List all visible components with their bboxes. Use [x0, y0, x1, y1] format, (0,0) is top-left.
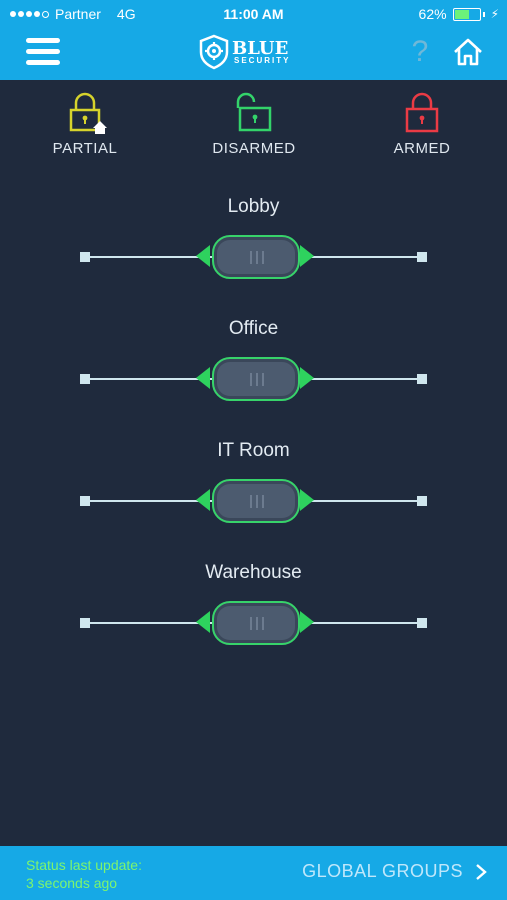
arrow-right-icon	[300, 245, 314, 267]
grip-icon	[250, 495, 264, 509]
mode-disarmed[interactable]: DISARMED	[194, 90, 314, 157]
status-update-label: Status last update:	[26, 857, 142, 873]
mode-armed[interactable]: ARMED	[362, 90, 482, 157]
group-name: Warehouse	[205, 562, 302, 583]
bottom-bar: Status last update: 3 seconds ago GLOBAL…	[0, 846, 507, 900]
lock-closed-icon	[405, 92, 439, 133]
arrow-left-icon	[196, 489, 210, 511]
lock-open-icon	[236, 92, 272, 132]
mode-disarmed-label: DISARMED	[212, 140, 296, 157]
status-bar: Partner 4G 11:00 AM 62% ⚡	[0, 4, 507, 24]
track-end-partial[interactable]	[80, 252, 90, 262]
arm-state-slider[interactable]	[196, 235, 314, 279]
slider-handle[interactable]	[212, 235, 300, 279]
status-time: 11:00 AM	[223, 6, 284, 22]
battery-icon	[452, 7, 481, 21]
shield-icon	[199, 34, 229, 70]
arrow-right-icon	[300, 611, 314, 633]
battery-tip	[482, 11, 485, 17]
arm-state-slider[interactable]	[196, 479, 314, 523]
arrow-right-icon	[300, 489, 314, 511]
lock-partial-icon	[69, 92, 107, 134]
menu-icon	[26, 38, 60, 43]
home-button[interactable]	[452, 36, 484, 68]
help-icon: ?	[411, 35, 429, 68]
slider-handle[interactable]	[212, 601, 300, 645]
menu-button[interactable]	[26, 38, 60, 66]
arrow-left-icon	[196, 611, 210, 633]
battery-percent: 62%	[418, 6, 447, 22]
arrow-right-icon	[300, 367, 314, 389]
mode-partial[interactable]: PARTIAL	[25, 90, 145, 157]
group-name: Office	[228, 318, 279, 339]
slider-handle[interactable]	[212, 479, 300, 523]
track-end-partial[interactable]	[80, 496, 90, 506]
logo-text: BLUE	[232, 38, 289, 59]
status-left: Partner 4G	[10, 6, 136, 22]
track-end-armed[interactable]	[417, 618, 427, 628]
carrier-name: Partner	[55, 6, 101, 22]
network-type: 4G	[116, 6, 136, 22]
mode-armed-label: ARMED	[393, 140, 451, 157]
track-end-armed[interactable]	[417, 496, 427, 506]
group-name: IT Room	[217, 440, 290, 461]
home-icon	[454, 38, 482, 66]
track-end-partial[interactable]	[80, 618, 90, 628]
global-groups-label: GLOBAL GROUPS	[302, 861, 463, 881]
mode-partial-label: PARTIAL	[52, 140, 118, 157]
arrow-left-icon	[196, 245, 210, 267]
group-name: Lobby	[227, 196, 280, 217]
arm-state-slider[interactable]	[196, 601, 314, 645]
status-update-time: 3 seconds ago	[26, 875, 118, 891]
slider-handle[interactable]	[212, 357, 300, 401]
top-bar: Partner 4G 11:00 AM 62% ⚡ BLUE SECURITY …	[0, 0, 507, 80]
chevron-right-icon	[476, 863, 487, 880]
arm-state-slider[interactable]	[196, 357, 314, 401]
track-end-partial[interactable]	[80, 374, 90, 384]
grip-icon	[250, 617, 264, 631]
track-end-armed[interactable]	[417, 374, 427, 384]
grip-icon	[250, 373, 264, 387]
help-button[interactable]: ?	[406, 34, 434, 70]
arrow-left-icon	[196, 367, 210, 389]
signal-strength-icon	[10, 10, 49, 18]
status-right: 62% ⚡	[419, 6, 499, 22]
grip-icon	[250, 251, 264, 265]
charging-icon: ⚡	[490, 7, 499, 21]
track-end-armed[interactable]	[417, 252, 427, 262]
brand-logo: BLUE SECURITY	[198, 34, 314, 70]
global-groups-button[interactable]: GLOBAL GROUPS	[302, 861, 487, 882]
status-update: Status last update: 3 seconds ago	[26, 856, 142, 892]
logo-subtext: SECURITY	[234, 56, 291, 65]
